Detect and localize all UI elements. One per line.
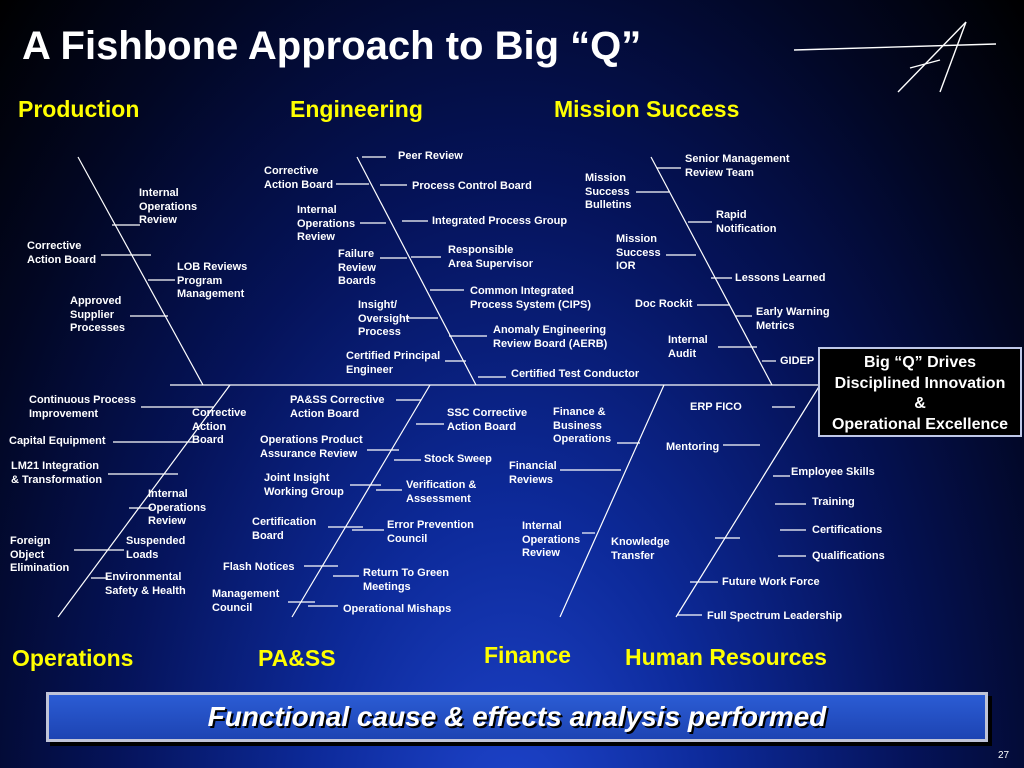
category-mission-success: Mission Success	[554, 96, 740, 122]
engineering-insight-oversight: Insight/ Oversight Process	[358, 299, 410, 338]
finance-internal-operations-review: Internal Operations Review	[522, 520, 581, 559]
operations-internal-operations-review: Internal Operations Review	[148, 488, 207, 527]
hr-knowledge-transfer: Knowledge Transfer	[611, 536, 670, 562]
engineering-peer-review: Peer Review	[398, 150, 463, 162]
pass-error-prevention: Error Prevention Council	[387, 519, 474, 545]
engineering-responsible-area-supervisor: Responsible Area Supervisor	[448, 244, 533, 270]
operations-suspended-loads: Suspended Loads	[126, 535, 186, 561]
pass-ops-product-assurance: Operations Product Assurance Review	[260, 434, 363, 460]
company-logo	[793, 21, 997, 93]
hr-employee-skills: Employee Skills	[791, 466, 875, 478]
mission-lessons-learned: Lessons Learned	[735, 272, 826, 284]
hr-mentoring: Mentoring	[666, 441, 720, 453]
category-engineering: Engineering	[290, 96, 423, 122]
operations-corrective-action-board: Corrective Action Board	[192, 407, 247, 446]
hr-qualifications: Qualifications	[812, 550, 885, 562]
production-bone	[77, 156, 204, 386]
page-number: 27	[998, 750, 1010, 761]
operations-capital-equipment: Capital Equipment	[9, 435, 106, 447]
engineering-aerb: Anomaly Engineering Review Board (AERB)	[493, 324, 608, 350]
category-pass: PA&SS	[258, 645, 336, 671]
mission-bulletins: Mission Success Bulletins	[585, 172, 632, 211]
pass-operational-mishaps: Operational Mishaps	[343, 603, 452, 615]
production-approved-supplier-processes: Approved Supplier Processes	[70, 295, 126, 334]
mission-doc-rockit: Doc Rockit	[635, 298, 693, 310]
mission-rapid-notification: Rapid Notification	[716, 209, 777, 235]
hr-future-work-force: Future Work Force	[722, 576, 820, 588]
category-production: Production	[18, 96, 140, 122]
hr-full-spectrum: Full Spectrum Leadership	[707, 610, 843, 622]
category-human-resources: Human Resources	[625, 644, 827, 670]
mission-early-warning: Early Warning Metrics	[756, 306, 830, 332]
pass-stock-sweep: Stock Sweep	[424, 453, 492, 465]
pass-return-to-green: Return To Green Meetings	[363, 567, 449, 593]
summary-banner-text: Functional cause & effects analysis perf…	[207, 701, 827, 732]
hr-certifications: Certifications	[812, 524, 883, 536]
operations-lm21: LM21 Integration & Transformation	[11, 460, 103, 486]
engineering-corrective-action-board: Corrective Action Board	[264, 165, 334, 191]
engineering-bone	[356, 156, 477, 386]
mission-senior-management: Senior Management Review Team	[685, 153, 790, 179]
category-finance: Finance	[484, 642, 571, 668]
finance-bone	[559, 384, 665, 618]
pass-ssc-corrective: SSC Corrective Action Board	[447, 407, 528, 433]
pass-verification: Verification & Assessment	[406, 479, 477, 505]
engineering-cips: Common Integrated Process System (CIPS)	[470, 285, 592, 311]
production-lob-reviews: LOB Reviews Program Management	[177, 261, 248, 300]
pass-certification-board: Certification Board	[252, 516, 317, 542]
engineering-certified-principal-engineer: Certified Principal Engineer	[346, 350, 441, 376]
mission-gidep: GIDEP	[780, 355, 815, 367]
mission-ior: Mission Success IOR	[616, 233, 661, 272]
operations-foreign-object: Foreign Object Elimination	[10, 535, 70, 574]
pass-flash-notices: Flash Notices	[223, 561, 295, 573]
summary-banner: Functional cause & effects analysis perf…	[46, 692, 988, 742]
page-title: A Fishbone Approach to Big “Q”	[22, 24, 642, 68]
category-operations: Operations	[12, 645, 134, 671]
operations-bone	[57, 384, 231, 618]
mission-internal-audit: Internal Audit	[668, 334, 708, 360]
engineering-process-control-board: Process Control Board	[412, 180, 532, 192]
hr-erp-fico: ERP FICO	[690, 401, 742, 413]
pass-joint-insight: Joint Insight Working Group	[264, 472, 344, 498]
big-q-box: Big “Q” Drives Disciplined Innovation & …	[818, 347, 1022, 437]
operations-environmental-safety: Environmental Safety & Health	[105, 571, 186, 597]
engineering-integrated-process-group: Integrated Process Group	[432, 215, 568, 227]
production-corrective-action-board: Corrective Action Board	[27, 240, 97, 266]
hr-bone	[675, 384, 821, 618]
hr-training: Training	[812, 496, 855, 508]
finance-business-operations: Finance & Business Operations	[553, 406, 612, 445]
pass-corrective-action-board: PA&SS Corrective Action Board	[290, 394, 385, 420]
pass-bone	[291, 384, 431, 618]
production-internal-operations-review: Internal Operations Review	[139, 187, 198, 226]
operations-continuous-process: Continuous Process Improvement	[29, 394, 136, 420]
engineering-certified-test-conductor: Certified Test Conductor	[511, 368, 640, 380]
engineering-failure-review-boards: Failure Review Boards	[338, 248, 376, 287]
finance-financial-reviews: Financial Reviews	[509, 460, 557, 486]
engineering-internal-operations-review: Internal Operations Review	[297, 204, 356, 243]
pass-management-council: Management Council	[212, 588, 280, 614]
